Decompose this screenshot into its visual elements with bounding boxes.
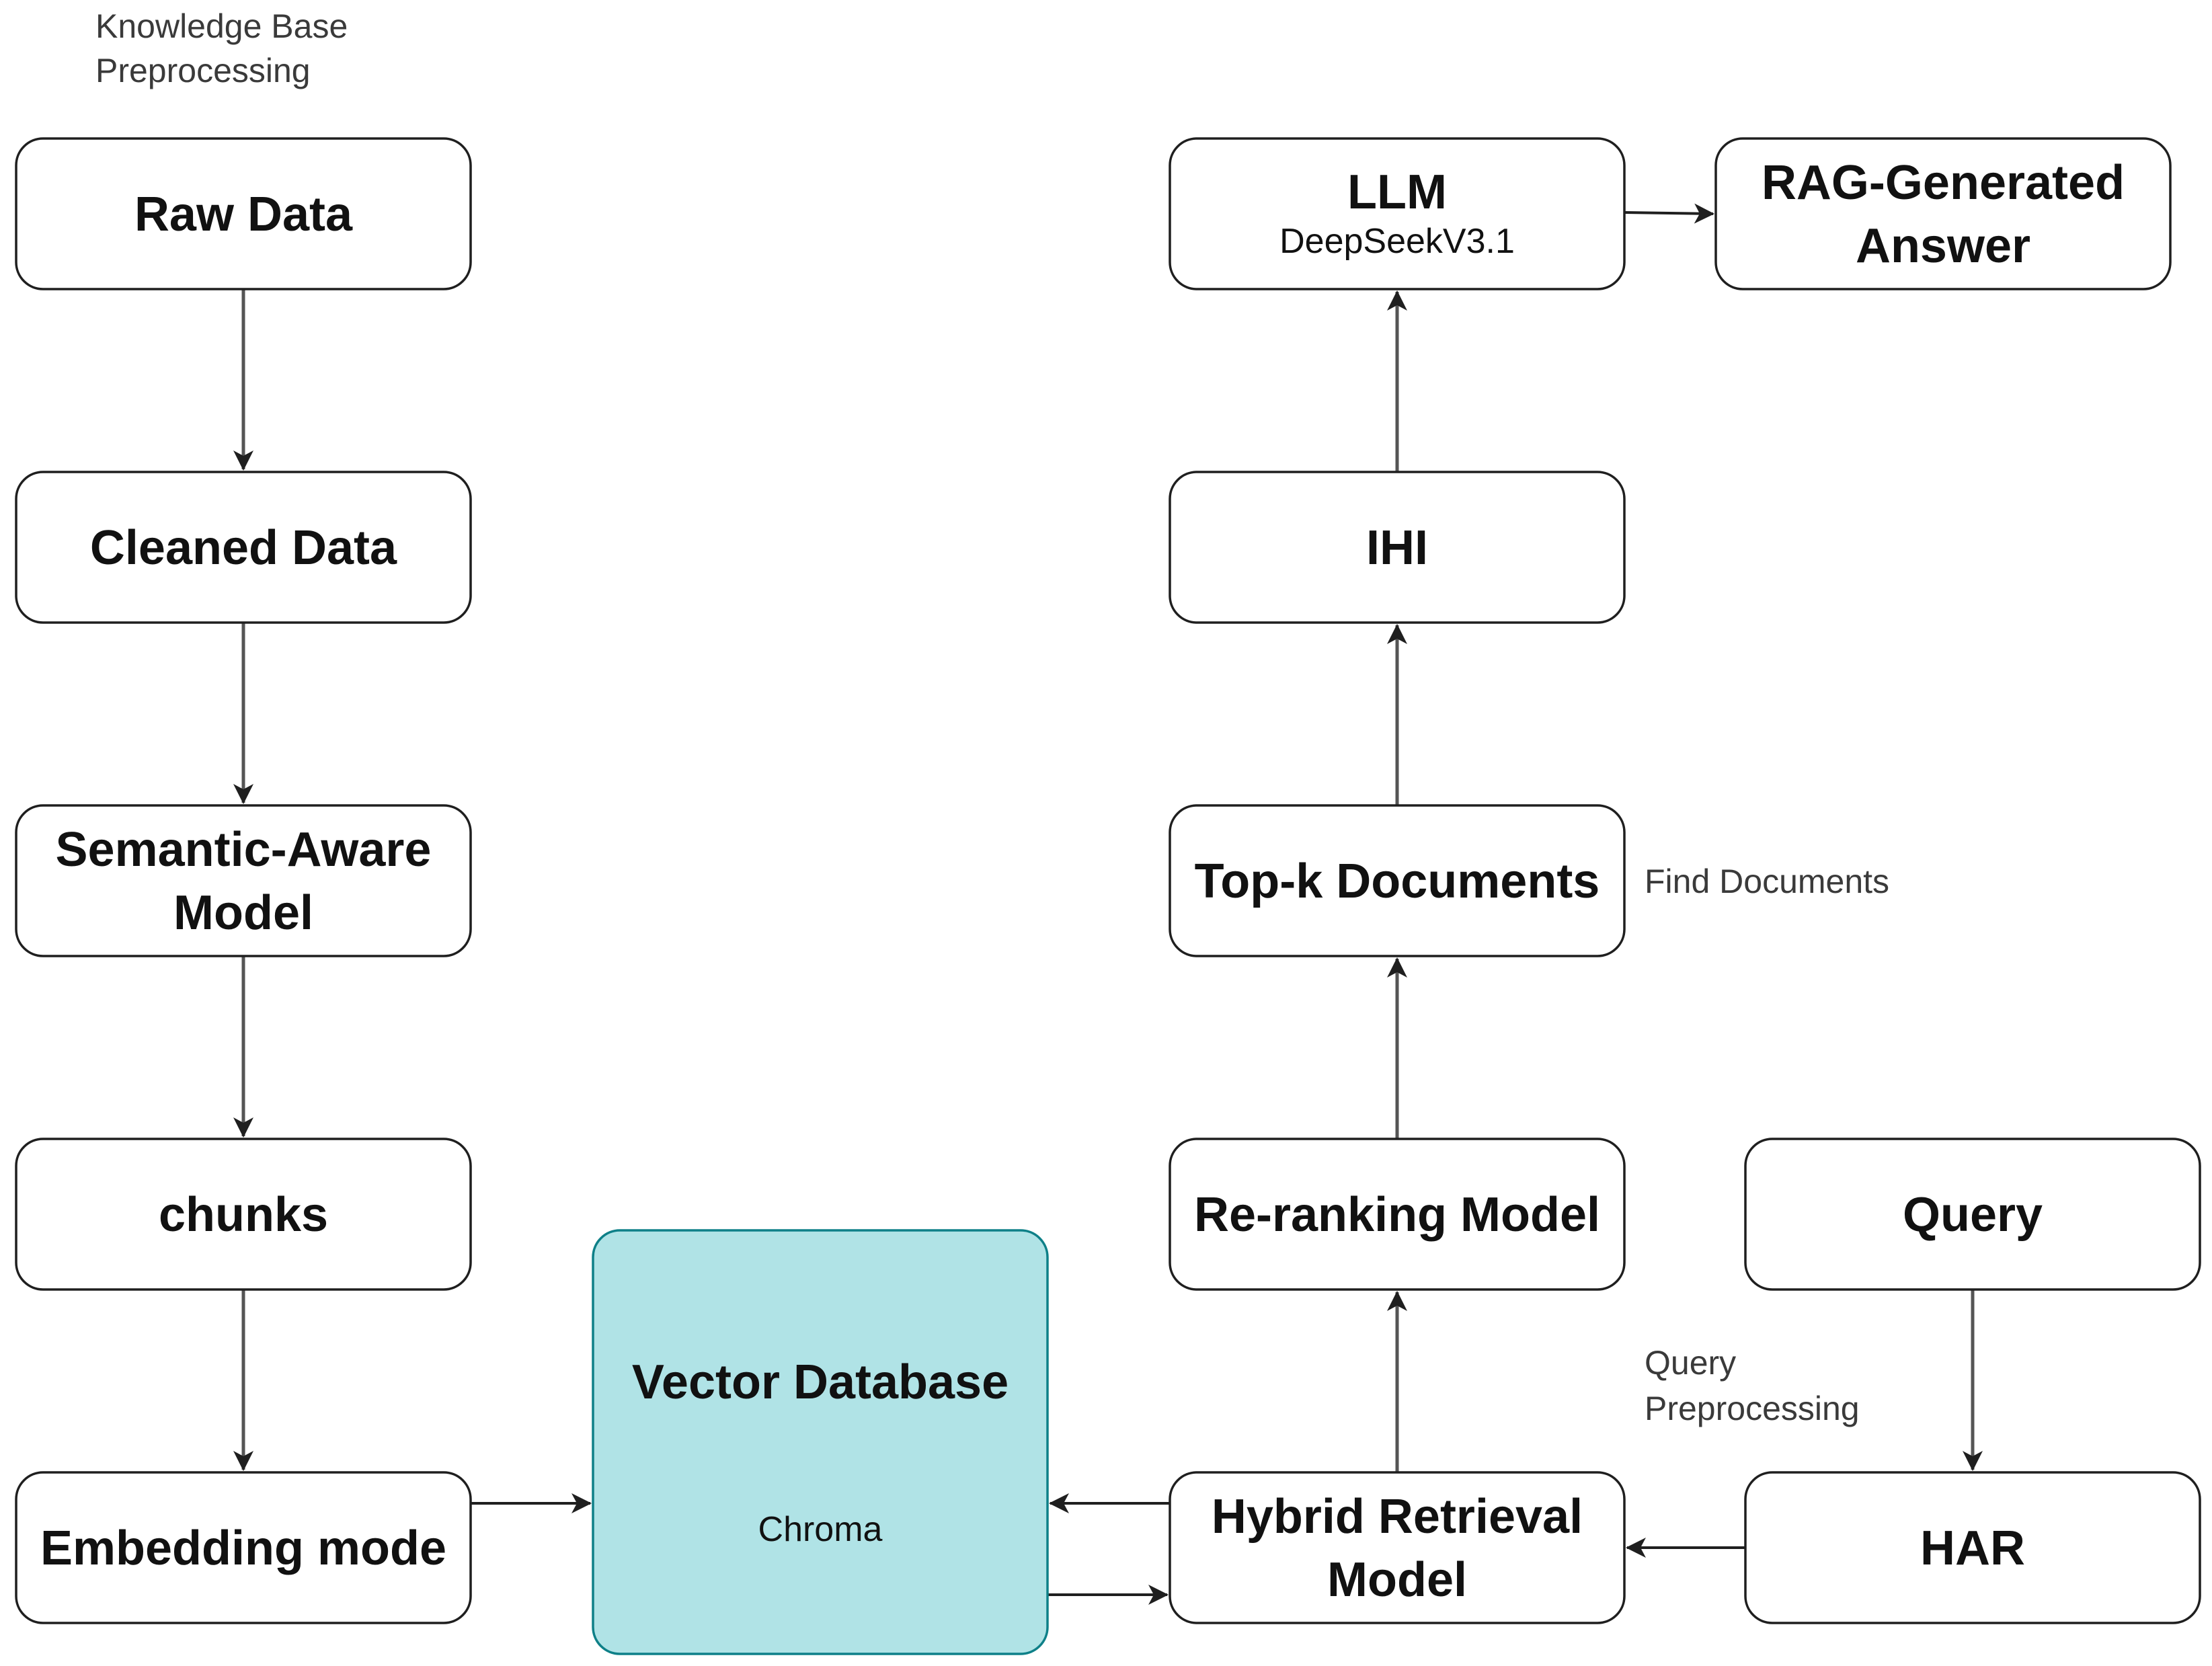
knowledge-base-note-line1: Knowledge Base bbox=[95, 7, 348, 45]
reranking-box bbox=[1169, 1138, 1626, 1291]
semantic-model-box bbox=[15, 804, 472, 957]
answer-box bbox=[1714, 137, 2172, 290]
query-label: Query bbox=[1903, 1188, 2043, 1242]
raw-data-label: Raw Data bbox=[134, 188, 353, 241]
topk-label: Top-k Documents bbox=[1195, 855, 1600, 908]
query-preprocessing-note-line2: Preprocessing bbox=[1645, 1390, 1860, 1427]
har-node: HAR bbox=[1744, 1471, 2201, 1624]
semantic-model-label-line2: Model bbox=[173, 886, 313, 940]
answer-label-line2: Answer bbox=[1856, 219, 2030, 273]
embedding-box bbox=[15, 1471, 472, 1624]
cleaned-data-box bbox=[15, 471, 472, 624]
hybrid-box bbox=[1169, 1471, 1626, 1624]
raw-data-box bbox=[15, 137, 472, 290]
topk-node: Top-k Documents bbox=[1169, 804, 1626, 957]
answer-label-line1: RAG-Generated bbox=[1762, 156, 2125, 210]
vector-db-box bbox=[592, 1229, 1049, 1655]
chunks-box bbox=[15, 1138, 472, 1291]
find-documents-note: Find Documents bbox=[1645, 863, 1889, 900]
query-box bbox=[1744, 1138, 2201, 1291]
embedding-label: Embedding mode bbox=[40, 1521, 446, 1575]
reranking-node: Re-ranking Model bbox=[1169, 1138, 1626, 1291]
edge-llm-to-answer bbox=[1624, 203, 1714, 224]
vector-db-sublabel: Chroma bbox=[758, 1510, 883, 1549]
har-box bbox=[1744, 1471, 2201, 1624]
edges-layer bbox=[233, 203, 1983, 1605]
chunks-node: chunks bbox=[15, 1138, 472, 1291]
llm-box bbox=[1169, 137, 1626, 290]
query-node: Query bbox=[1744, 1138, 2201, 1291]
knowledge-base-note-line2: Preprocessing bbox=[95, 52, 311, 89]
reranking-label: Re-ranking Model bbox=[1194, 1188, 1600, 1242]
chunks-label: chunks bbox=[159, 1188, 328, 1242]
llm-label: LLM bbox=[1347, 165, 1447, 219]
vector-db-label: Vector Database bbox=[632, 1355, 1009, 1409]
query-preprocessing-note-line1: Query bbox=[1645, 1344, 1736, 1382]
semantic-model-label-line1: Semantic-Aware bbox=[56, 823, 432, 877]
hybrid-label-line1: Hybrid Retrieval bbox=[1212, 1490, 1583, 1544]
cleaned-data-node: Cleaned Data bbox=[15, 471, 472, 624]
ihi-box bbox=[1169, 471, 1626, 624]
raw-data-node: Raw Data bbox=[15, 137, 472, 290]
topk-box bbox=[1169, 804, 1626, 957]
ihi-label: IHI bbox=[1366, 521, 1428, 575]
llm-sublabel: DeepSeekV3.1 bbox=[1279, 222, 1515, 261]
cleaned-data-label: Cleaned Data bbox=[90, 521, 397, 575]
hybrid-label-line2: Model bbox=[1327, 1553, 1467, 1607]
embedding-node: Embedding mode bbox=[15, 1471, 472, 1624]
har-label: HAR bbox=[1920, 1521, 2025, 1575]
ihi-node: IHI bbox=[1169, 471, 1626, 624]
